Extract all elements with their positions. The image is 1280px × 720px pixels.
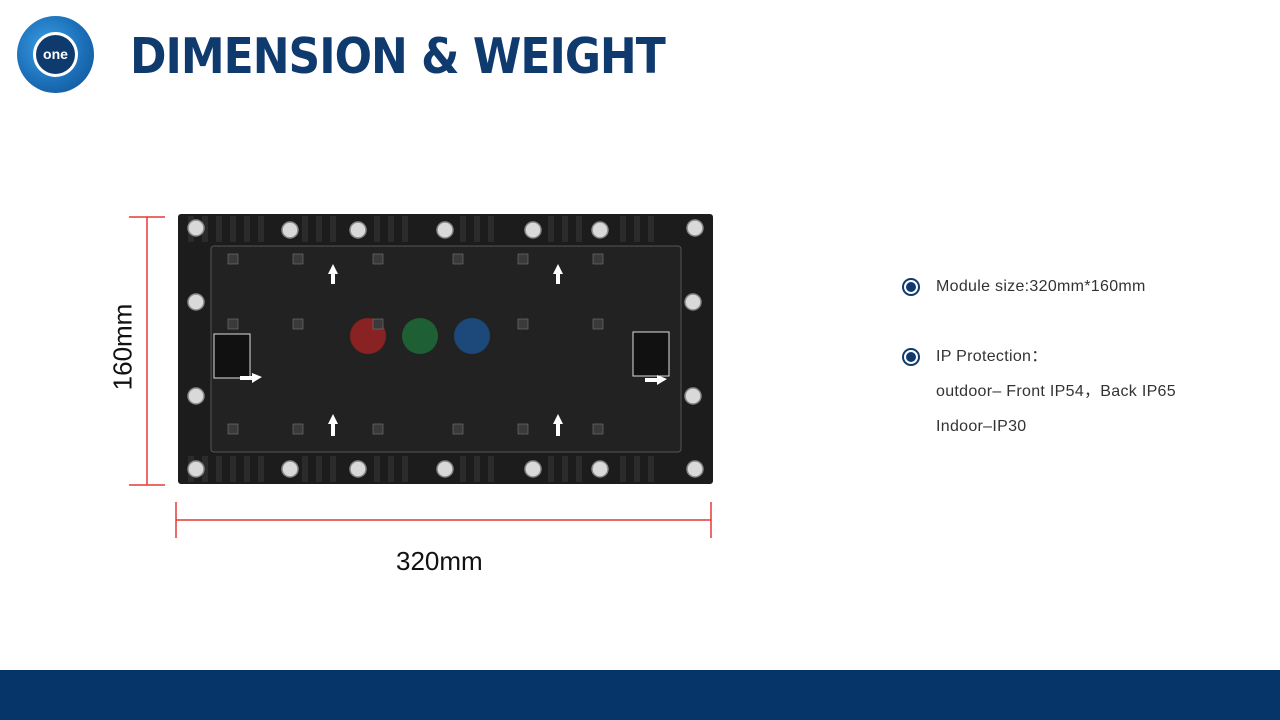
bullet-icon — [902, 278, 920, 296]
spec-list: Module size:320mm*160mm IP Protection： o… — [902, 274, 1176, 437]
outdoor-ip-text: outdoor– Front IP54，Back IP65 — [936, 383, 1176, 400]
page-title: DIMENSION & WEIGHT — [130, 28, 666, 86]
ip-protection-label: IP Protection： — [936, 348, 1048, 365]
spec-item-module-size: Module size:320mm*160mm — [902, 277, 1176, 297]
connectors — [213, 331, 670, 379]
watermark-circles — [350, 318, 490, 354]
magnets — [187, 219, 704, 478]
pcb-board — [210, 245, 682, 453]
module-size-text: Module size:320mm*160mm — [936, 278, 1146, 295]
width-dimension-label: 320mm — [396, 546, 483, 576]
direction-arrows — [240, 264, 667, 436]
bullet-icon — [902, 348, 920, 366]
led-module-image — [178, 214, 713, 484]
chips — [227, 253, 604, 435]
height-dimension-label: 160mm — [107, 303, 138, 391]
indoor-ip-text: Indoor–IP30 — [936, 418, 1027, 435]
logo-text: one — [36, 35, 75, 74]
spec-item-ip-protection: IP Protection： outdoor– Front IP54，Back … — [902, 347, 1176, 437]
company-logo: one — [17, 16, 94, 93]
footer-bar — [0, 670, 1280, 720]
